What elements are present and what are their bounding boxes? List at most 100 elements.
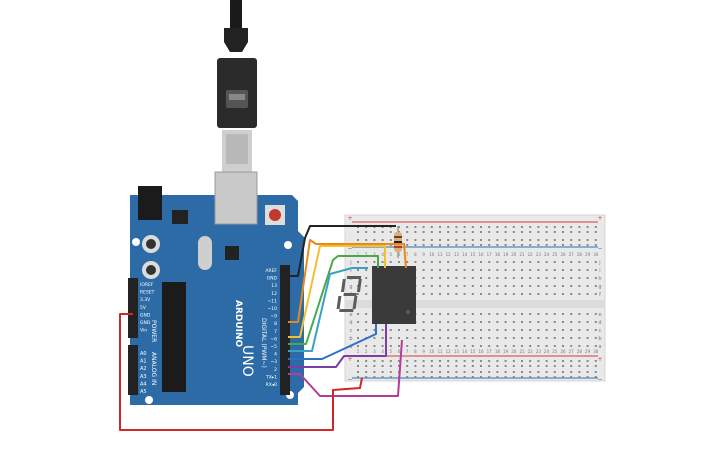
terminal-hole (480, 269, 482, 271)
rail-hole (496, 226, 499, 228)
terminal-hole (504, 329, 507, 331)
rail-hole (594, 231, 597, 233)
column-number: 30 (593, 349, 599, 354)
power-header-title: POWER (150, 320, 157, 342)
rail-hole (471, 371, 474, 373)
terminal-hole (512, 269, 515, 271)
rail-hole (570, 360, 573, 362)
rail-hole (439, 244, 441, 246)
rail-hole (406, 231, 409, 233)
terminal-hole (496, 269, 499, 271)
rail-hole (373, 371, 376, 373)
terminal-hole (439, 293, 441, 295)
terminal-hole (488, 261, 491, 263)
terminal-hole (553, 293, 556, 295)
rail-hole (529, 376, 532, 378)
digital-header-title: DIGITAL (PWM~) (260, 318, 267, 368)
terminal-hole (529, 313, 532, 315)
rail-hole (365, 371, 368, 373)
rail-hole (430, 244, 433, 246)
terminal-hole (496, 285, 499, 287)
terminal-hole (447, 261, 450, 263)
digital-pin-label: 8 (274, 321, 277, 327)
rail-hole (463, 231, 466, 233)
column-number: 25 (552, 349, 558, 354)
terminal-hole (365, 261, 368, 263)
terminal-hole (439, 337, 441, 339)
power-pin-label: RESET (140, 290, 155, 296)
terminal-hole (570, 269, 573, 271)
terminal-hole (447, 285, 450, 287)
column-number: 2 (365, 349, 368, 354)
terminal-hole (553, 261, 556, 263)
terminal-hole (570, 329, 573, 331)
terminal-hole (430, 261, 433, 263)
terminal-hole (480, 293, 482, 295)
terminal-hole (562, 261, 564, 263)
rail-hole (381, 371, 384, 373)
rail-hole (488, 365, 491, 367)
terminal-hole (496, 337, 499, 339)
row-letter: d (349, 320, 352, 326)
rail-hole (439, 231, 441, 233)
rail-hole (529, 365, 532, 367)
terminal-hole (504, 337, 507, 339)
rail-hole (480, 239, 482, 241)
rail-hole (381, 239, 384, 241)
rail-hole (553, 231, 556, 233)
terminal-hole (529, 277, 532, 279)
rail-hole (422, 360, 425, 362)
rail-hole (578, 231, 581, 233)
terminal-hole (562, 285, 564, 287)
terminal-hole (463, 337, 466, 339)
terminal-hole (496, 345, 499, 347)
rail-hole (463, 365, 466, 367)
row-letter: d (598, 320, 601, 326)
terminal-hole (430, 293, 433, 295)
terminal-hole (455, 345, 458, 347)
terminal-hole (480, 313, 482, 315)
rail-sign: − (597, 245, 602, 252)
rail-hole (389, 231, 392, 233)
terminal-hole (488, 329, 491, 331)
terminal-hole (381, 261, 384, 263)
terminal-hole (594, 293, 597, 295)
terminal-hole (496, 313, 499, 315)
terminal-hole (529, 345, 532, 347)
rail-hole (357, 239, 359, 241)
terminal-hole (447, 345, 450, 347)
terminal-hole (586, 269, 589, 271)
terminal-hole (398, 345, 400, 347)
terminal-hole (537, 261, 540, 263)
terminal-hole (512, 293, 515, 295)
terminal-hole (430, 321, 433, 323)
column-number: 22 (528, 252, 534, 257)
digital-pin-label: RX◂0 (266, 382, 277, 388)
column-number: 27 (569, 349, 575, 354)
rail-hole (357, 365, 359, 367)
terminal-hole (422, 285, 425, 287)
analog-pin-label: A2 (140, 366, 147, 372)
rail-hole (578, 376, 581, 378)
terminal-hole (430, 269, 433, 271)
terminal-hole (373, 337, 376, 339)
terminal-hole (578, 329, 581, 331)
column-number: 15 (470, 349, 476, 354)
column-number: 19 (503, 349, 509, 354)
rail-hole (578, 371, 581, 373)
terminal-hole (471, 345, 474, 347)
column-number: 5 (390, 349, 393, 354)
terminal-hole (553, 329, 556, 331)
terminal-hole (537, 277, 540, 279)
column-number: 15 (470, 252, 476, 257)
terminal-hole (357, 337, 359, 339)
rail-hole (586, 239, 589, 241)
rail-hole (521, 244, 523, 246)
terminal-hole (529, 285, 532, 287)
digital-pin-label: 12 (271, 291, 277, 297)
terminal-hole (562, 337, 564, 339)
terminal-hole (455, 285, 458, 287)
terminal-hole (488, 269, 491, 271)
pin5-wire (288, 267, 368, 352)
